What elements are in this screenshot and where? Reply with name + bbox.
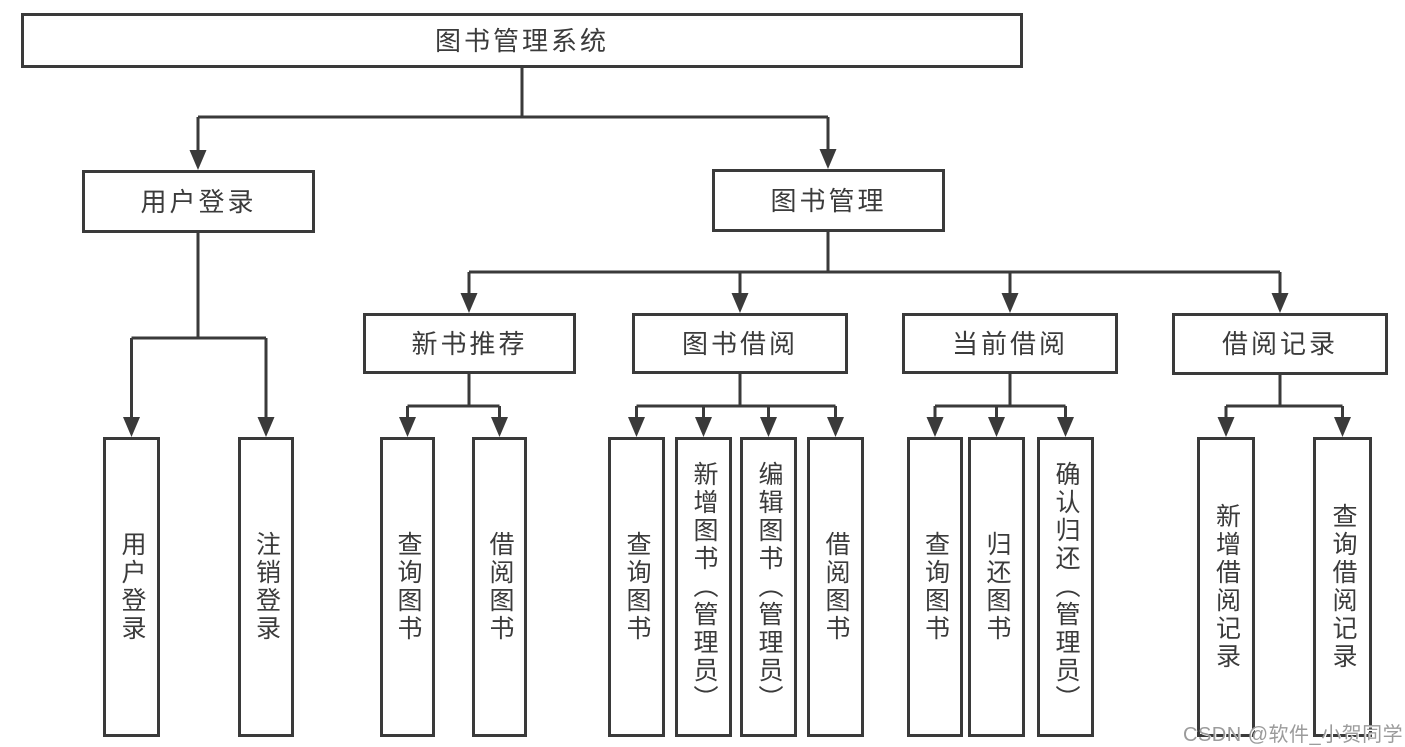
leaf-recommend-query-books: 查询图书 (380, 437, 435, 737)
arrow-down-icon (491, 417, 508, 437)
leaf-return-books-label: 归还图书 (983, 531, 1011, 643)
leaf-recommend-query-books-label: 查询图书 (394, 531, 422, 643)
leaf-borrow-books: 借阅图书 (807, 437, 864, 737)
leaf-borrow-query-books-label: 查询图书 (623, 531, 651, 643)
leaf-edit-books-admin: 编辑图书（管理员） (740, 437, 797, 737)
arrow-down-icon (827, 417, 844, 437)
arrowhead-icons (123, 149, 1351, 437)
leaf-logout: 注销登录 (238, 437, 294, 737)
leaf-return-books: 归还图书 (968, 437, 1025, 737)
leaf-query-borrow-record: 查询借阅记录 (1313, 437, 1372, 737)
leaf-recommend-borrow-books: 借阅图书 (472, 437, 527, 737)
tree-branch-lines (130, 66, 1344, 418)
node-current-borrowing: 当前借阅 (902, 313, 1118, 374)
leaf-user-login-label: 用户登录 (118, 531, 146, 643)
arrow-down-icon (1334, 417, 1351, 437)
node-borrowing-records: 借阅记录 (1172, 313, 1388, 375)
leaf-add-borrow-record: 新增借阅记录 (1197, 437, 1255, 737)
leaf-add-borrow-record-label: 新增借阅记录 (1212, 503, 1241, 671)
arrow-down-icon (399, 417, 416, 437)
node-user-login: 用户登录 (82, 170, 315, 233)
leaf-add-books-admin-label: 新增图书（管理员） (690, 461, 718, 713)
csdn-watermark: CSDN @软件_小贺同学 (1183, 724, 1404, 746)
leaf-current-query-books: 查询图书 (907, 437, 963, 737)
leaf-recommend-borrow-books-label: 借阅图书 (486, 531, 514, 643)
arrow-down-icon (1271, 293, 1289, 313)
arrow-down-icon (926, 417, 944, 437)
leaf-current-query-books-label: 查询图书 (921, 531, 950, 643)
arrow-down-icon (460, 293, 478, 313)
arrow-down-icon (628, 417, 645, 437)
arrow-down-icon (988, 417, 1005, 437)
node-book-management: 图书管理 (712, 169, 945, 232)
arrow-down-icon (695, 417, 712, 437)
node-new-book-recommend-label: 新书推荐 (411, 328, 528, 359)
node-new-book-recommend: 新书推荐 (363, 313, 576, 374)
arrow-down-icon (760, 417, 777, 437)
leaf-confirm-return-admin-label: 确认归还（管理员） (1052, 461, 1080, 713)
node-root-system-label: 图书管理系统 (434, 25, 609, 56)
leaf-borrow-query-books: 查询图书 (608, 437, 665, 737)
leaf-query-borrow-record-label: 查询借阅记录 (1329, 503, 1357, 671)
arrow-down-icon (1001, 293, 1019, 313)
leaf-user-login: 用户登录 (103, 437, 160, 737)
arrow-down-icon (1057, 417, 1074, 437)
node-book-management-label: 图书管理 (770, 185, 887, 216)
node-user-login-label: 用户登录 (140, 186, 257, 217)
leaf-logout-label: 注销登录 (252, 531, 281, 643)
arrow-down-icon (819, 149, 837, 169)
arrow-down-icon (189, 150, 207, 170)
arrow-down-icon (257, 417, 275, 437)
leaf-confirm-return-admin: 确认归还（管理员） (1037, 437, 1094, 737)
node-book-borrowing-label: 图书借阅 (681, 328, 798, 359)
arrow-down-icon (123, 417, 140, 437)
arrow-down-icon (731, 293, 749, 313)
arrow-down-icon (1217, 417, 1235, 437)
node-book-borrowing: 图书借阅 (632, 313, 848, 374)
leaf-borrow-books-label: 借阅图书 (822, 531, 850, 643)
leaf-add-books-admin: 新增图书（管理员） (675, 437, 732, 737)
node-current-borrowing-label: 当前借阅 (951, 328, 1068, 359)
leaf-edit-books-admin-label: 编辑图书（管理员） (755, 461, 783, 713)
node-root-system: 图书管理系统 (21, 13, 1023, 68)
node-borrowing-records-label: 借阅记录 (1221, 329, 1338, 359)
